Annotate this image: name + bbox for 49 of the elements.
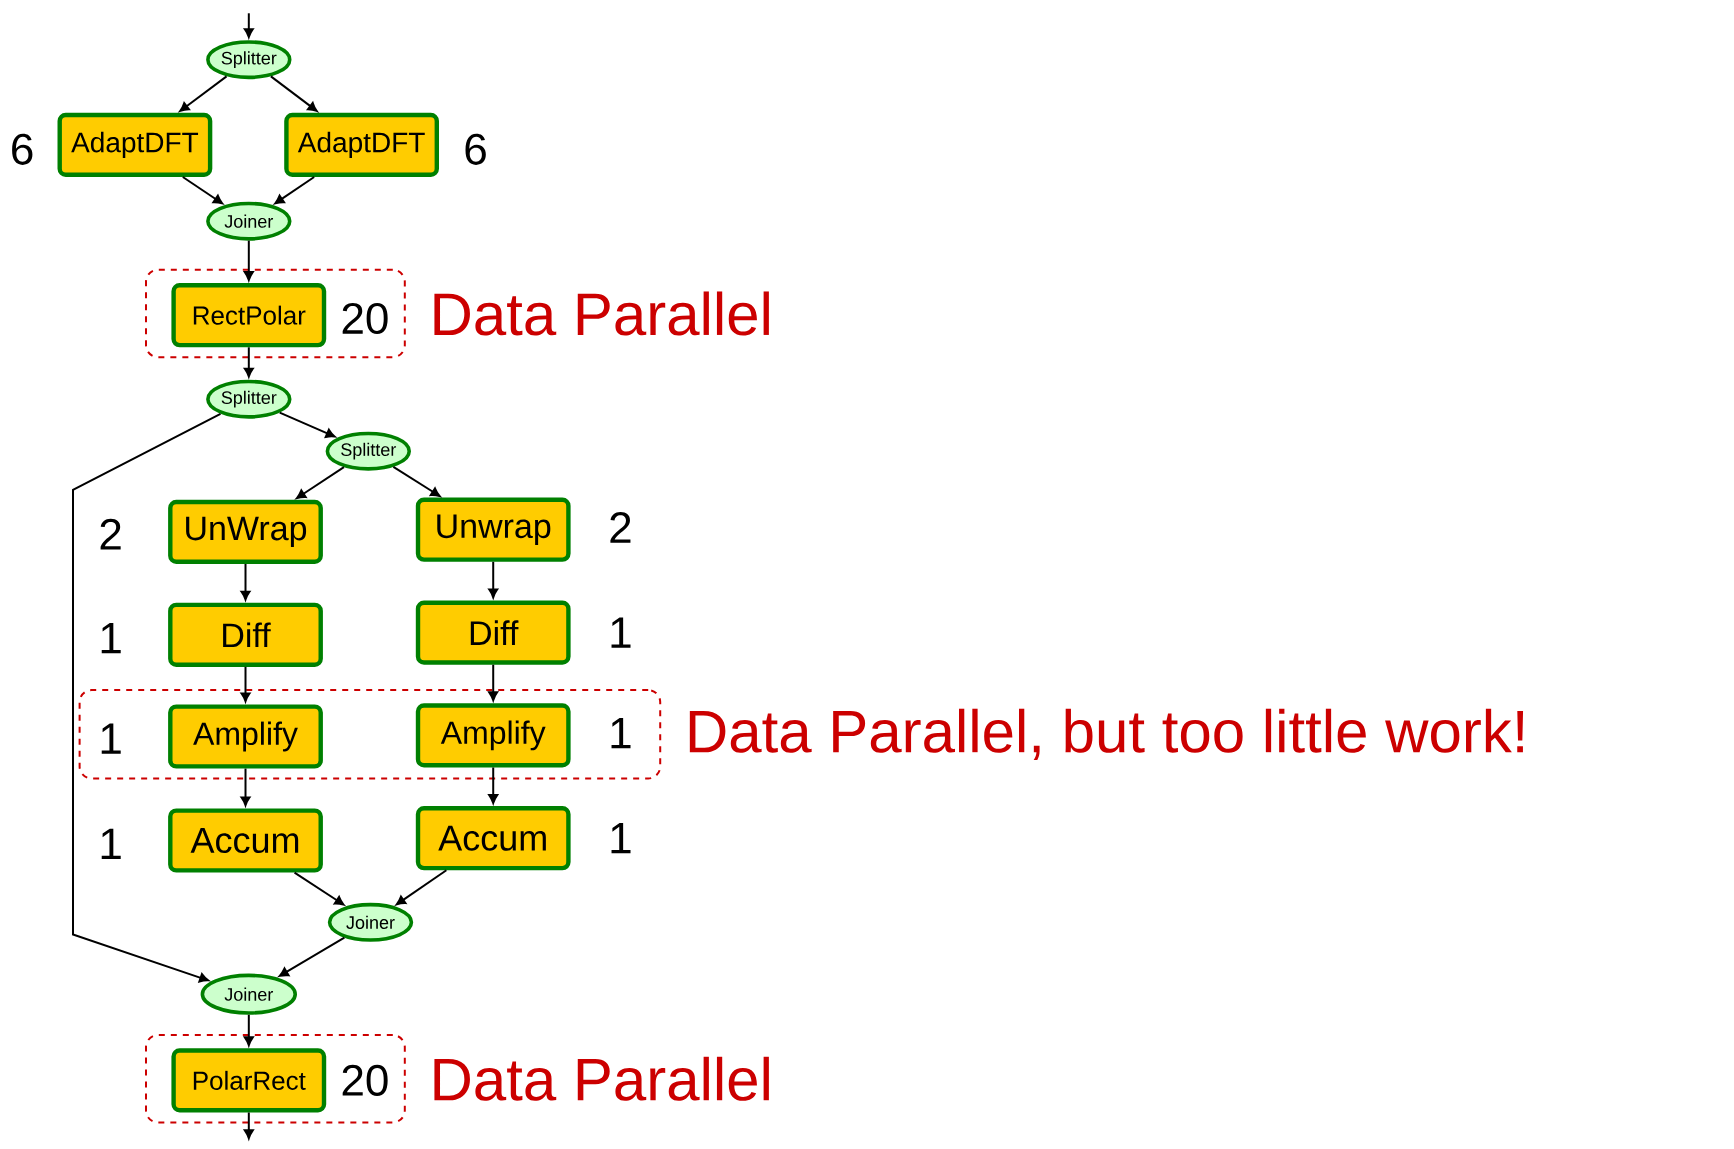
arrow <box>243 239 254 281</box>
arrow <box>181 176 224 205</box>
process-box: AdaptDFT <box>57 112 213 177</box>
rate-number: 1 <box>611 718 631 749</box>
process-box: AdaptDFT <box>284 112 439 177</box>
region-label: Data Parallel, but too little work! <box>689 708 1524 760</box>
arrow <box>278 936 346 977</box>
arrow <box>278 411 336 438</box>
arrow <box>392 465 441 497</box>
rate-number: 6 <box>465 133 486 165</box>
rate-number: 20 <box>342 302 388 335</box>
process-box: Diff <box>168 602 323 667</box>
rate-number: 2 <box>100 518 121 550</box>
arrow <box>488 560 499 599</box>
arrow <box>274 176 316 205</box>
rate-number: 1 <box>611 823 631 854</box>
rate-number: 20 <box>342 1064 388 1096</box>
region-label: Data Parallel <box>434 291 769 336</box>
arrow <box>243 12 254 39</box>
process-box: Accum <box>415 806 571 871</box>
arrow <box>240 665 251 703</box>
arrow <box>488 663 499 702</box>
region-label: Data Parallel <box>434 1056 769 1101</box>
arrow <box>243 1013 254 1047</box>
process-box: Unwrap <box>415 497 571 562</box>
rate-number: 2 <box>610 512 631 543</box>
rate-number: 1 <box>101 828 121 859</box>
rate-number: 1 <box>611 617 631 648</box>
arrow <box>488 766 499 804</box>
rate-number: 1 <box>101 622 121 654</box>
arrow <box>240 767 251 807</box>
process-box: PolarRect <box>171 1048 327 1113</box>
process-box: UnWrap <box>168 499 323 564</box>
arrow <box>179 75 228 112</box>
process-box: Amplify <box>168 704 323 769</box>
arrow <box>243 1111 254 1140</box>
arrow <box>296 466 345 500</box>
process-box: Accum <box>168 808 323 873</box>
arrow <box>395 869 448 906</box>
arrow <box>243 346 254 378</box>
rate-number: 1 <box>101 723 121 754</box>
process-box: Amplify <box>415 703 571 768</box>
rate-number: 6 <box>12 133 33 165</box>
process-box: RectPolar <box>171 283 327 348</box>
arrow <box>269 75 318 112</box>
arrow <box>240 563 251 601</box>
process-box: Diff <box>415 600 571 665</box>
arrow <box>293 871 345 906</box>
arrow <box>72 412 222 983</box>
